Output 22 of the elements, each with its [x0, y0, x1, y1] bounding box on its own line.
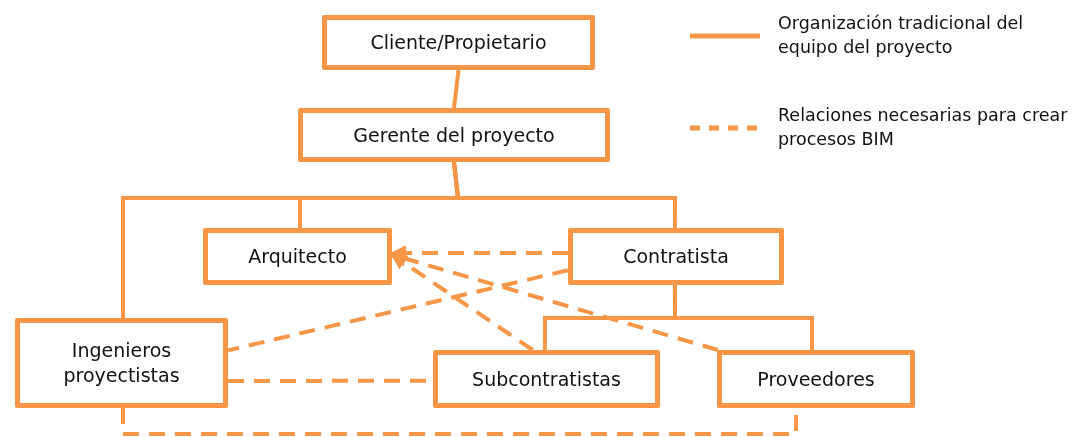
dashed-connector [390, 253, 534, 352]
legend-text: Relaciones necesarias para crear procesos BIM [778, 104, 1069, 151]
org-box [568, 228, 784, 285]
connector-line [672, 285, 815, 350]
box-label: Arquitecto [248, 244, 347, 269]
org-box [322, 15, 595, 70]
box-label: Ingenieros proyectistas [62, 338, 181, 388]
box-label: Gerente del proyecto [353, 122, 555, 148]
org-box [15, 318, 228, 408]
legend-text: Organización tradicional del equipo del proyecto [778, 12, 1025, 59]
connector-line [121, 161, 461, 318]
org-box [298, 108, 610, 162]
dashed-connector [227, 268, 569, 353]
org-box [717, 350, 915, 408]
box-label: Cliente/Propietario [370, 30, 547, 55]
org-box [433, 350, 660, 408]
org-box [203, 228, 392, 285]
box-label: Proveedores [757, 366, 875, 392]
connector-line [452, 69, 461, 109]
box-label: Subcontratistas [472, 366, 621, 392]
box-label: Contratista [623, 244, 729, 269]
dashed-connector [121, 408, 799, 436]
